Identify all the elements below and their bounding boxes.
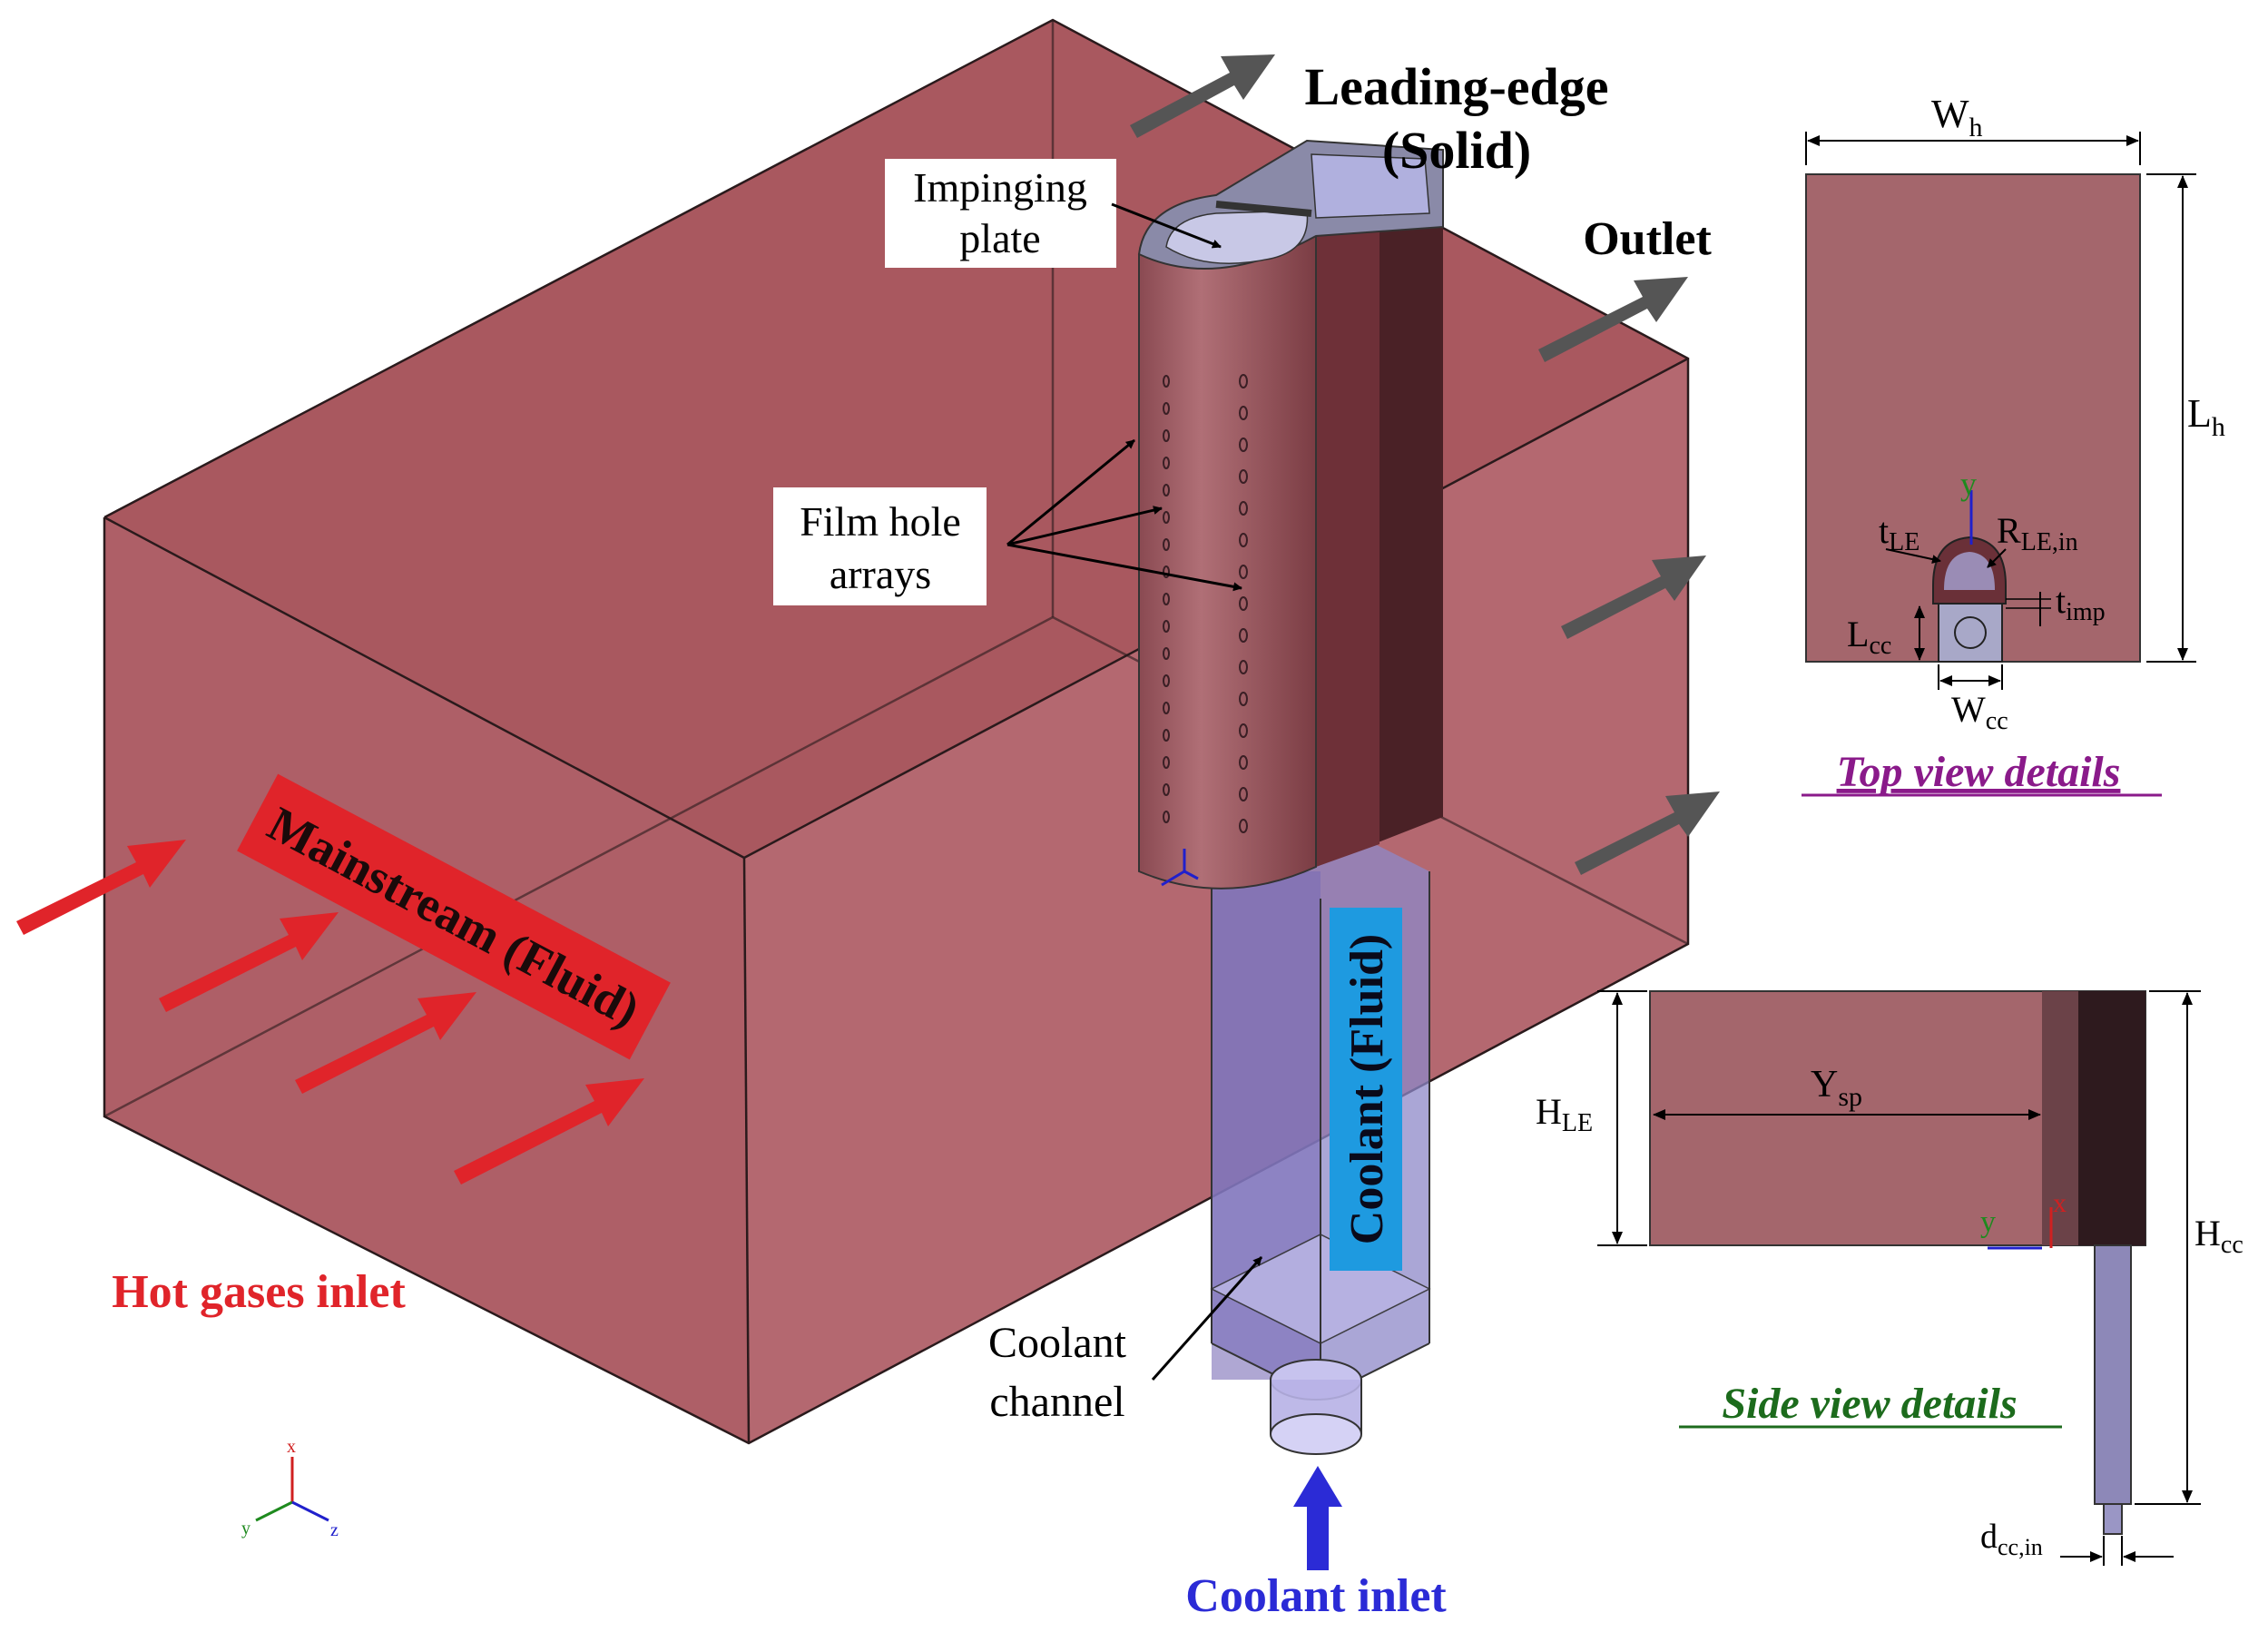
leading-edge-sublabel: (Solid) (1382, 121, 1531, 180)
side-view-cc (2094, 1244, 2132, 1505)
film-hole-label: Film hole (800, 498, 961, 545)
side-view-title: Side view details (1722, 1380, 2017, 1428)
side-view-x-axis: x (2053, 1188, 2067, 1218)
triad-z-label: z (330, 1520, 339, 1540)
outlet-label: Outlet (1583, 213, 1712, 265)
side-view-y-axis: y (1980, 1205, 1996, 1239)
dim-hcc-label: Hcc (2194, 1213, 2243, 1259)
dim-rle-label: RLE,in (1997, 510, 2078, 556)
dim-wcc-label: Wcc (1951, 689, 2008, 735)
dim-wh-label: Wh (1931, 92, 1983, 143)
top-view-y-axis: y (1960, 466, 1977, 502)
film-hole-column-1 (1163, 375, 1170, 823)
top-view-title: Top view details (1837, 748, 2121, 796)
coolant-channel-sublabel: channel (989, 1378, 1124, 1426)
leading-edge-solid (1137, 139, 1444, 890)
leading-edge-label: Leading-edge (1304, 57, 1608, 116)
outflow-arrows (1130, 54, 1720, 875)
film-hole-column-2 (1239, 374, 1248, 833)
axis-triad-icon (255, 1457, 329, 1522)
hot-gases-inlet-label: Hot gases inlet (112, 1266, 406, 1318)
film-hole-box (773, 487, 987, 605)
coolant-inlet-label: Coolant inlet (1185, 1570, 1447, 1622)
film-hole-sublabel: arrays (830, 551, 931, 597)
coolant-inlet-arrow (1293, 1466, 1342, 1570)
top-view-panel: y Wh Lh tLE RLE,in timp Lcc Wcc Top view… (1802, 92, 2225, 797)
film-hole-leaders (1006, 438, 1242, 592)
dim-hle-label: HLE (1536, 1091, 1593, 1137)
impinging-plate-label: Impinging (913, 164, 1087, 211)
hot-gas-inlet-arrows (16, 840, 644, 1185)
dim-lcc-label: Lcc (1847, 614, 1891, 660)
box-front-face (104, 517, 749, 1443)
side-view-le-wall (2078, 991, 2145, 1245)
top-view-cc (1938, 603, 2003, 663)
triad-x-label: x (287, 1437, 296, 1457)
side-view-panel: y x HLE Ysp Hcc dcc,in Side view details (1534, 990, 2243, 1566)
le-triad-icon (1161, 849, 1199, 887)
impinging-plate-box (885, 159, 1116, 268)
dim-ysp-label: Ysp (1811, 1064, 1862, 1112)
svg-text:Coolant (Fluid): Coolant (Fluid) (1341, 934, 1393, 1244)
coolant-channel-label: Coolant (988, 1319, 1127, 1367)
coolant-channel-leader (1151, 1256, 1263, 1381)
coolant-fluid-badge: Coolant (Fluid) (1330, 908, 1402, 1271)
dim-dcc-label: dcc,in (1980, 1518, 2043, 1560)
triad-y-label: y (241, 1519, 250, 1539)
impinging-plate-sublabel: plate (959, 215, 1040, 261)
impinging-leader (1111, 202, 1222, 249)
dim-timp-label: timp (2056, 580, 2106, 626)
dim-lh-label: Lh (2187, 391, 2225, 442)
